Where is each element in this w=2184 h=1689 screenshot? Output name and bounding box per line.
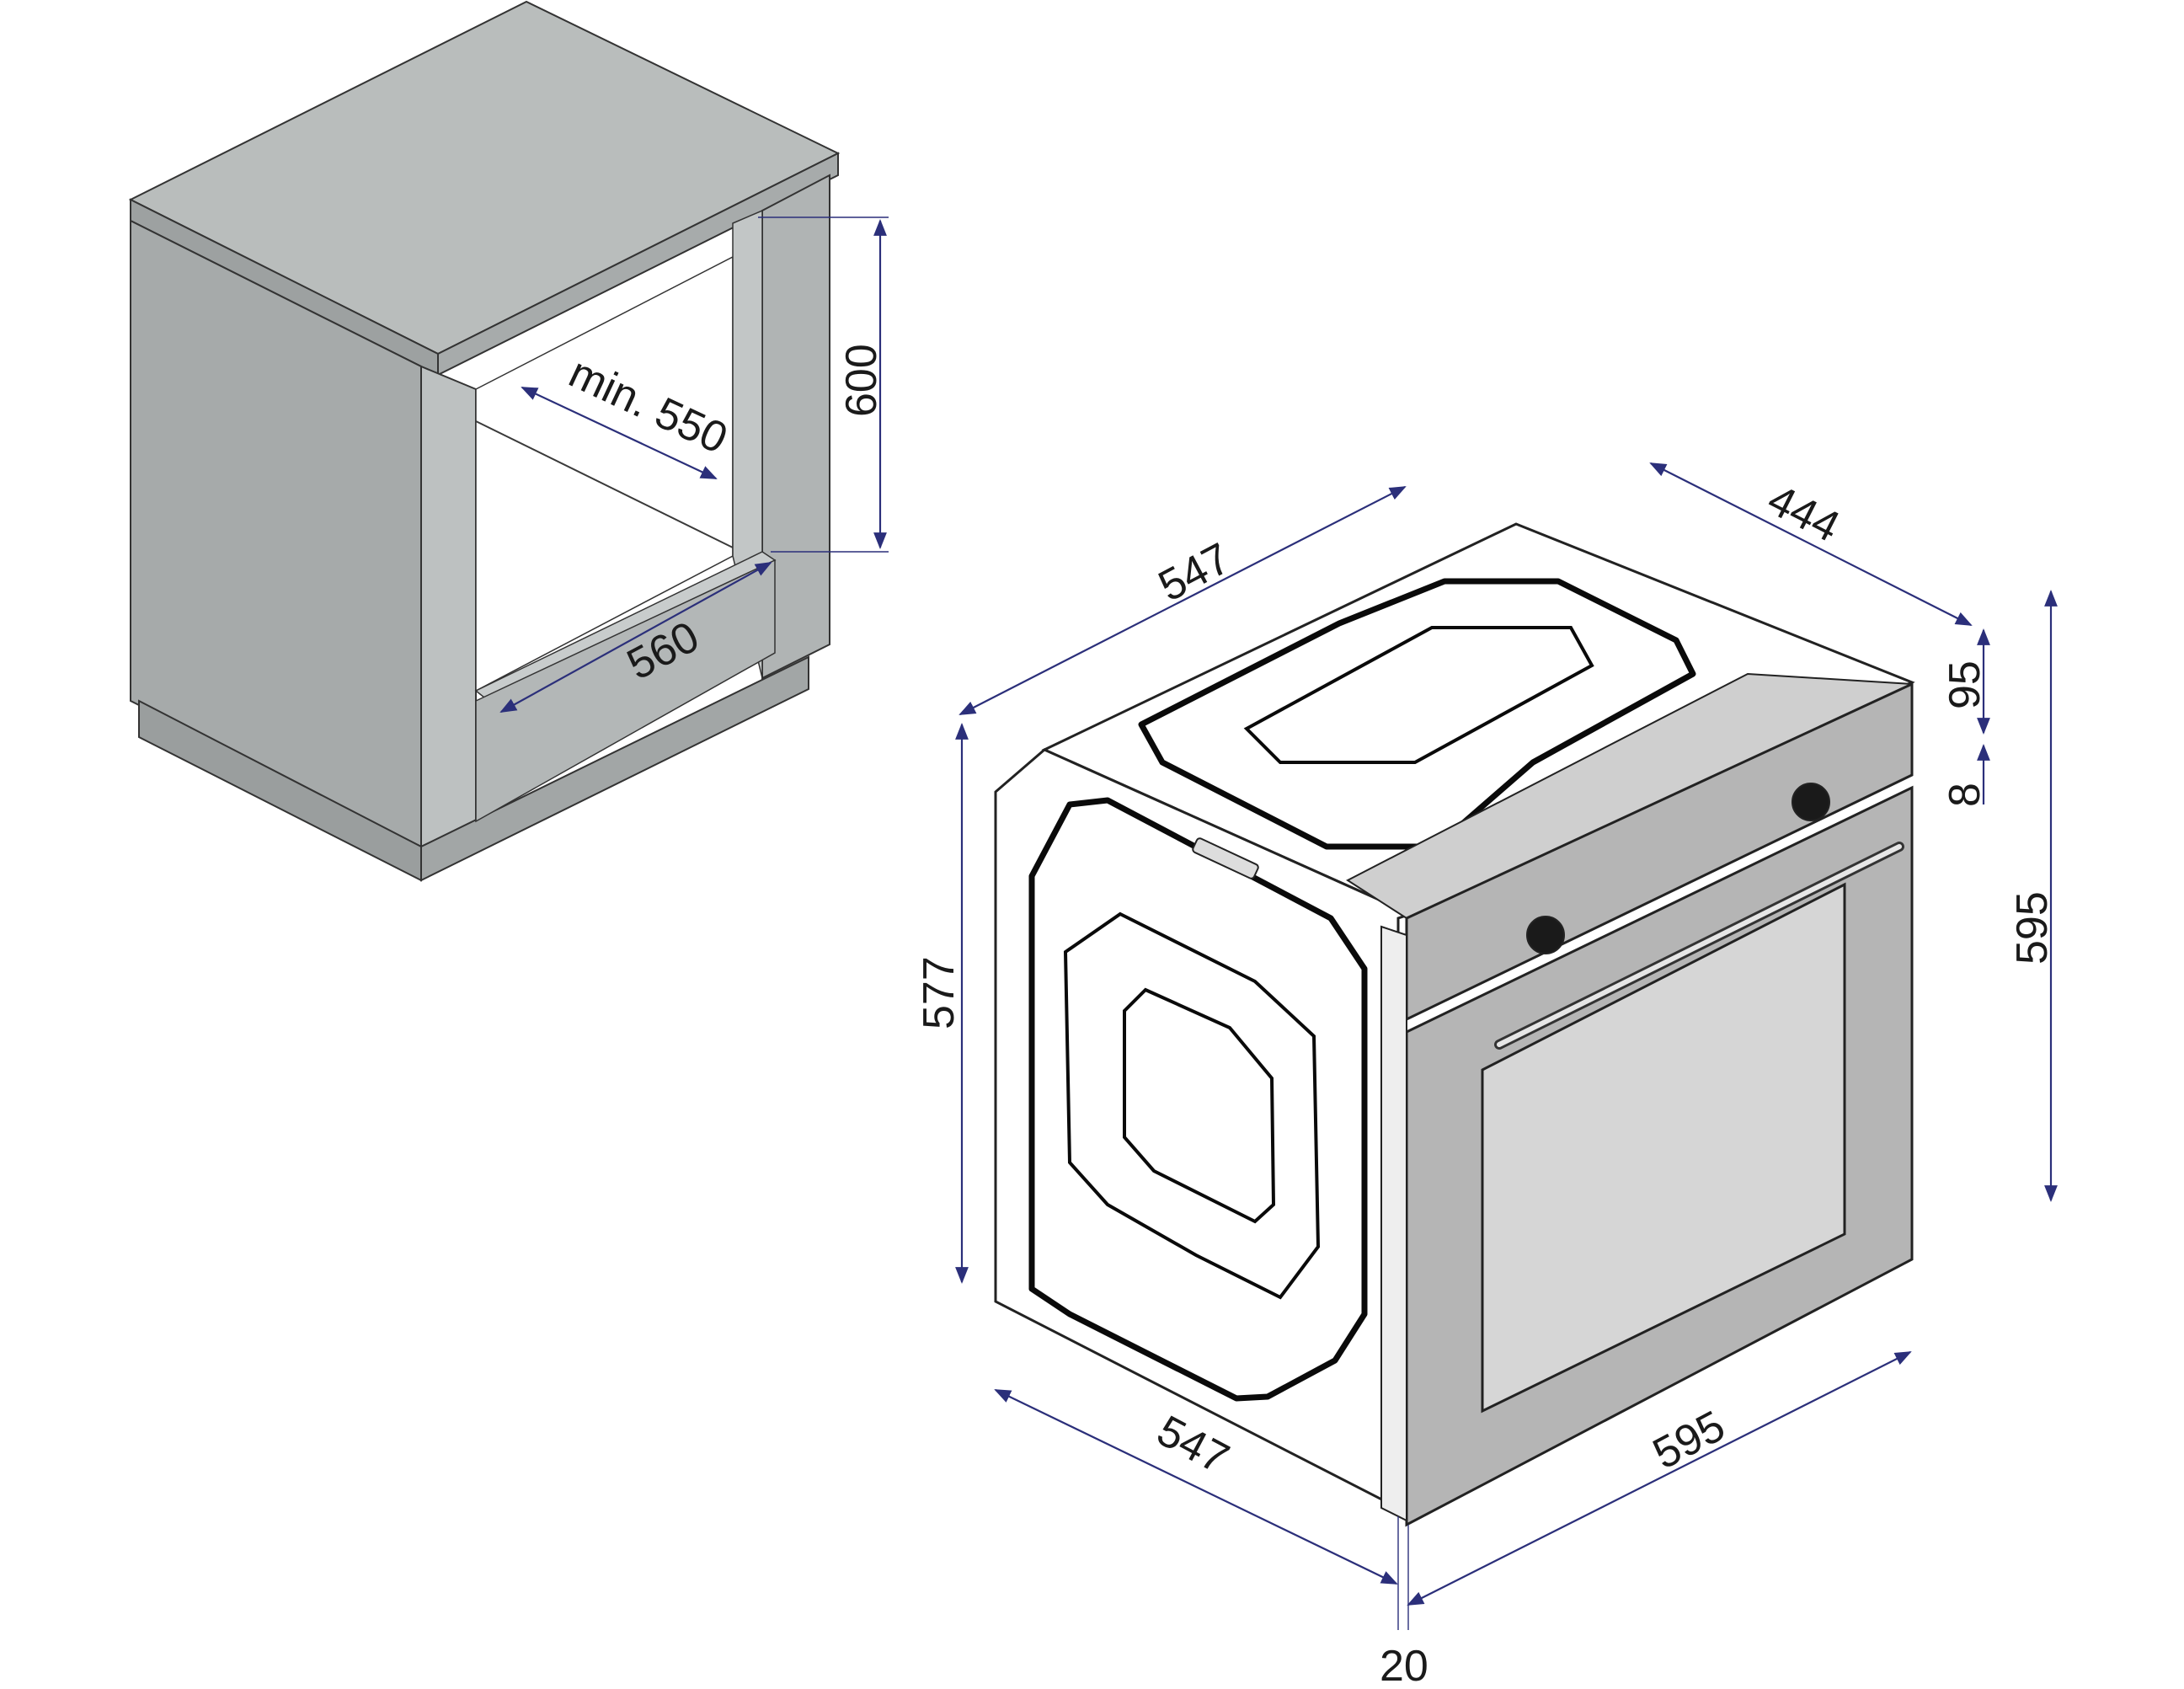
top-depth-line — [959, 486, 1407, 715]
left-knob[interactable] — [1526, 916, 1565, 954]
kitchen-cabinet: min. 550 600 560 — [128, 0, 889, 882]
oven-door-glass — [1481, 882, 1846, 1414]
height-label: 600 — [837, 344, 886, 417]
top-back-depth-label: 444 — [1760, 475, 1848, 552]
total-height-label: 595 — [2008, 891, 2057, 965]
depth-dimension-line — [521, 387, 718, 479]
cabinet-plinth-front — [420, 655, 809, 882]
bottom-depth-line — [994, 1389, 1398, 1585]
width-dimension-line — [499, 562, 772, 713]
side-emboss-outer — [1028, 797, 1368, 1402]
built-in-oven — [994, 522, 1915, 1527]
right-knob[interactable] — [1792, 783, 1830, 821]
body-height-label: 577 — [915, 956, 964, 1029]
side-emboss-inner — [1123, 987, 1276, 1224]
front-offset-label: 20 — [1380, 1642, 1428, 1685]
countertop-side — [437, 152, 839, 377]
panel-height-label: 95 — [1941, 660, 1989, 709]
gap-label: 8 — [1941, 783, 1989, 807]
top-emboss-outer — [1138, 578, 1696, 850]
door-handle-highlight — [1497, 844, 1902, 1047]
front-width-label: 595 — [1645, 1402, 1733, 1479]
top-back-depth-line — [1649, 462, 1973, 626]
cabinet-front-edge-left — [420, 365, 477, 848]
hinge-strip — [1380, 925, 1407, 1522]
top-emboss-inner — [1243, 626, 1594, 764]
oven-dimensions: 547 444 95 8 595 577 547 595 20 — [915, 462, 2058, 1689]
front-width-line — [1407, 1351, 1912, 1606]
opening-inner-edge — [475, 420, 734, 548]
top-depth-label: 547 — [1151, 534, 1238, 612]
side-handle-slot — [1192, 837, 1259, 879]
